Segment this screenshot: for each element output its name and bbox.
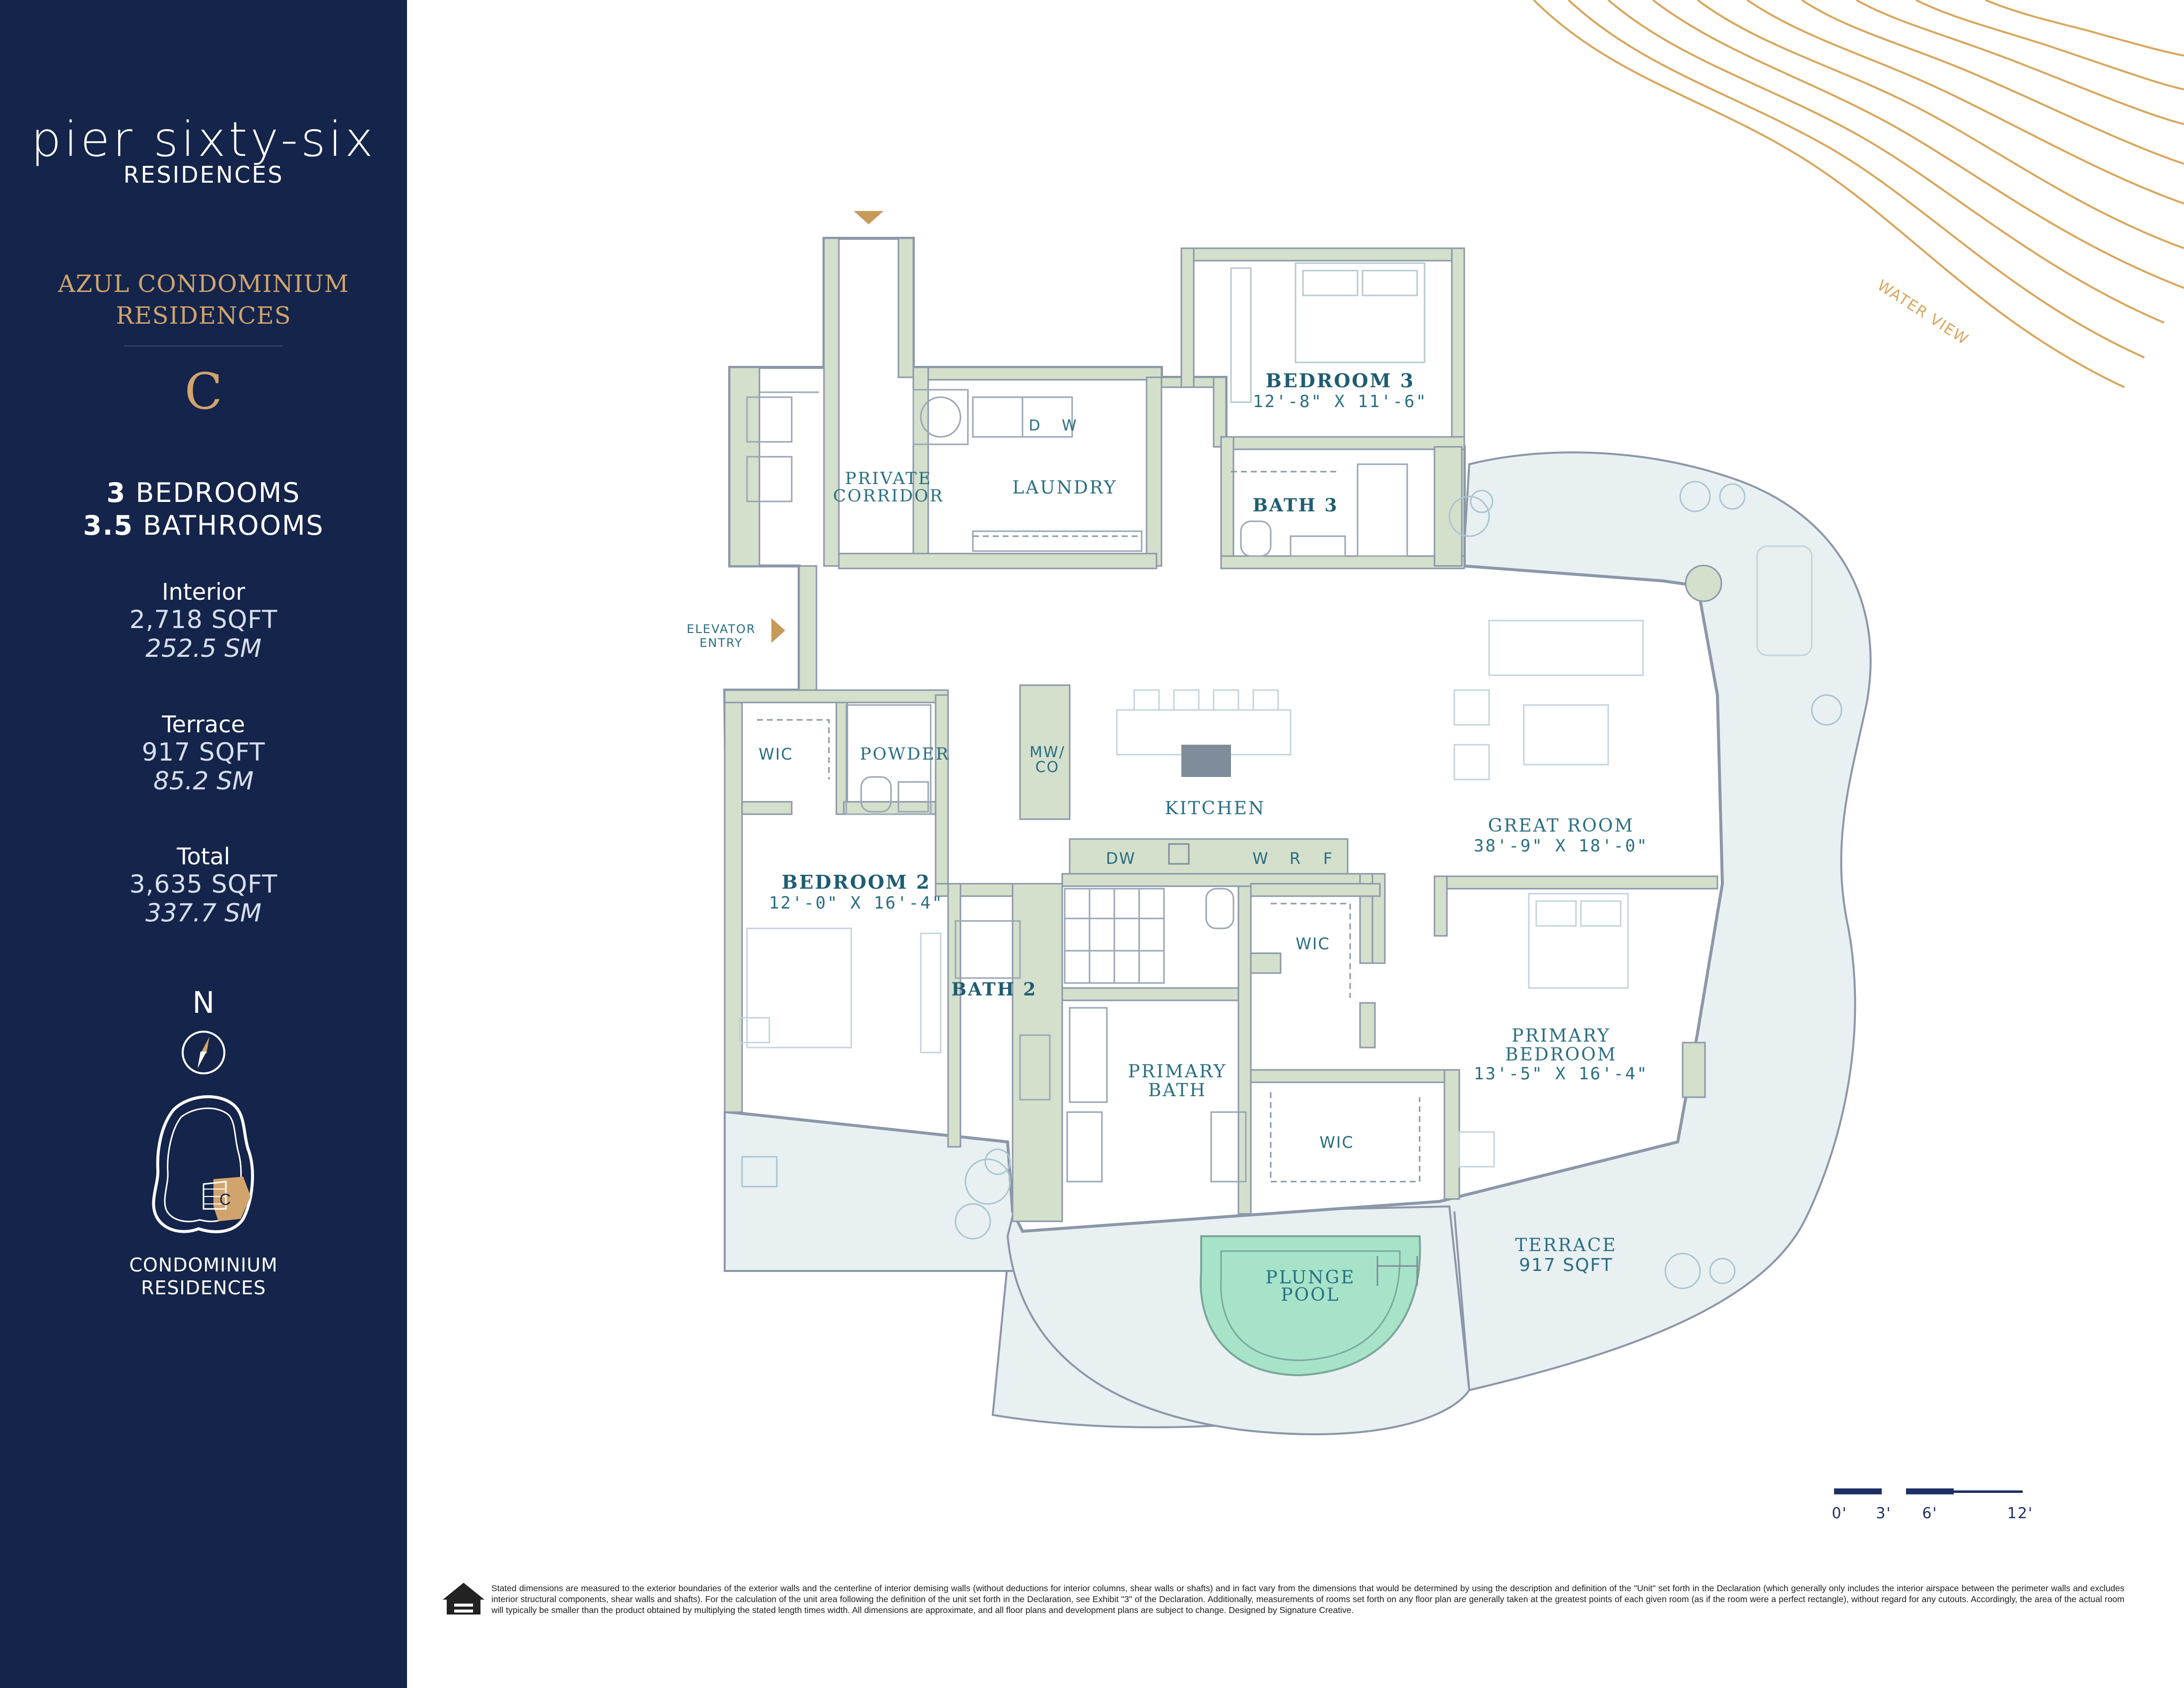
collection-line-2: RESIDENCES [116,302,291,330]
bath3-fixtures [1240,463,1408,557]
water-view-label: WATER VIEW [1874,277,1972,349]
bedroom3-bed [1230,262,1426,403]
compass-icon [182,1031,225,1074]
primary-bath-label-1: PRIMARY [1128,1061,1227,1082]
microwave-line-2: CO [1035,759,1060,776]
terrace-label: TERRACE [1515,1235,1617,1256]
freezer-label: F [1323,849,1333,868]
elevator-entry-line-1: ELEVATOR [686,622,755,636]
scale-tick-0: 0' [1832,1505,1847,1522]
laundry-fixtures [746,389,1143,552]
west-terrace-chair [741,1156,778,1188]
equal-housing-icon [441,1581,486,1623]
keyplan-line-2: RESIDENCES [140,1277,267,1299]
walls [724,237,1718,1222]
private-corridor-label-1: PRIVATE [845,469,932,489]
primary-bedroom-label-2: BEDROOM [1505,1045,1617,1065]
bath3-label: BATH 3 [1253,495,1339,516]
bedroom2-closet-label: WIC [758,745,793,764]
brand-subtitle: RESIDENCES [123,161,284,188]
plunge-pool-label-1: PLUNGE [1265,1267,1355,1288]
total-area: Total 3,635 SQFT 337.7 SM [0,843,407,927]
bath2-fixtures [845,704,1051,1101]
terrace-sqft: 917 SQFT [141,738,266,767]
legal-disclaimer: Stated dimensions are measured to the ex… [491,1583,2124,1615]
entry-marker-icon [854,211,884,224]
kitchen-label: KITCHEN [1165,798,1266,819]
terrace-area-label: 917 SQFT [1519,1255,1613,1275]
refrigerator-label: R [1290,849,1301,868]
total-sm: 337.7 SM [145,899,262,927]
interior-sm: 252.5 SM [145,634,262,663]
great-room-dims: 38'-9" X 18'-0" [1474,836,1648,856]
primary-bath-label-2: BATH [1148,1080,1207,1101]
scale-tick-6: 6' [1922,1505,1937,1522]
total-sqft: 3,635 SQFT [129,870,278,899]
terrace-area: Terrace 917 SQFT 85.2 SM [0,711,407,795]
collection-line-1: AZUL CONDOMINIUM [58,270,349,298]
bedroom2-label: BEDROOM 2 [782,871,931,893]
bathroom-count: 3.5 BATHROOMS [83,510,324,541]
private-corridor-label-2: CORRIDOR [833,486,944,506]
sidebar: pier sixty-six RESIDENCES AZUL CONDOMINI… [0,0,407,1688]
dishwasher-label: DW [1106,849,1136,868]
laundry-washer-label: W [1062,417,1078,434]
bedroom2-dims: 12'-0" X 16'-4" [769,893,944,913]
keyplan-caption: CONDOMINIUM RESIDENCES [0,1254,407,1299]
cooktop-icon [1181,745,1231,777]
kitchen-sink-icon [1168,843,1190,865]
microwave-line-1: MW/ [1029,744,1065,761]
elevator-entry-icon [771,618,785,643]
bath2-label: BATH 2 [952,979,1037,1000]
primary-bedroom-dims: 13'-5" X 16'-4" [1474,1064,1648,1084]
bedroom2-furniture [739,927,942,1054]
elevator-entry-line-2: ENTRY [699,636,743,650]
great-room-label: GREAT ROOM [1488,816,1635,836]
terrace-label: Terrace [162,711,245,738]
closet-rods [757,471,1421,1183]
primary-bath-fixtures [1064,888,1247,1183]
planting-icons [955,481,1843,1289]
interior-sqft: 2,718 SQFT [129,605,278,634]
interior-label: Interior [162,578,245,605]
primary-closet-1-label: WIC [1296,934,1330,953]
collection-title: AZUL CONDOMINIUM RESIDENCES [0,268,407,332]
north-label: N [192,985,215,1020]
keyplan-icon: C [152,1095,254,1233]
keyplan-marker: C [219,1191,231,1208]
scale-tick-3: 3' [1876,1505,1891,1522]
laundry-dryer-label: D [1028,417,1041,434]
keyplan-line-1: CONDOMINIUM [129,1254,278,1276]
primary-bedroom-label-1: PRIMARY [1511,1026,1610,1046]
primary-bedroom-bed [1458,893,1629,1168]
water-contour-lines [1533,0,2184,388]
scale-tick-12: 12' [2007,1505,2033,1522]
pool-ladder-icon [1376,1256,1418,1286]
unit-letter: C [184,362,223,421]
scale-bar [1834,1488,2023,1494]
sidebar-divider [124,346,283,347]
planter-icon [1685,564,1722,602]
interior-area: Interior 2,718 SQFT 252.5 SM [0,578,407,663]
primary-closet-2-label: WIC [1319,1133,1354,1152]
wine-fridge-label: W [1252,849,1269,868]
powder-room-label: POWDER [860,744,950,764]
brand-logo: pier sixty-six [31,112,376,167]
pool-inner-edge [1220,1250,1401,1361]
terrace-sm: 85.2 SM [153,767,254,795]
bedroom-count: 3 BEDROOMS [106,477,301,508]
bedroom3-dims: 12'-8" X 11'-6" [1253,392,1428,412]
room-summary: 3 BEDROOMS 3.5 BATHROOMS [0,477,407,542]
total-label: Total [177,843,230,870]
bedroom3-label: BEDROOM 3 [1266,369,1415,392]
plunge-pool-label-2: POOL [1281,1285,1340,1305]
laundry-label: LAUNDRY [1012,478,1117,498]
